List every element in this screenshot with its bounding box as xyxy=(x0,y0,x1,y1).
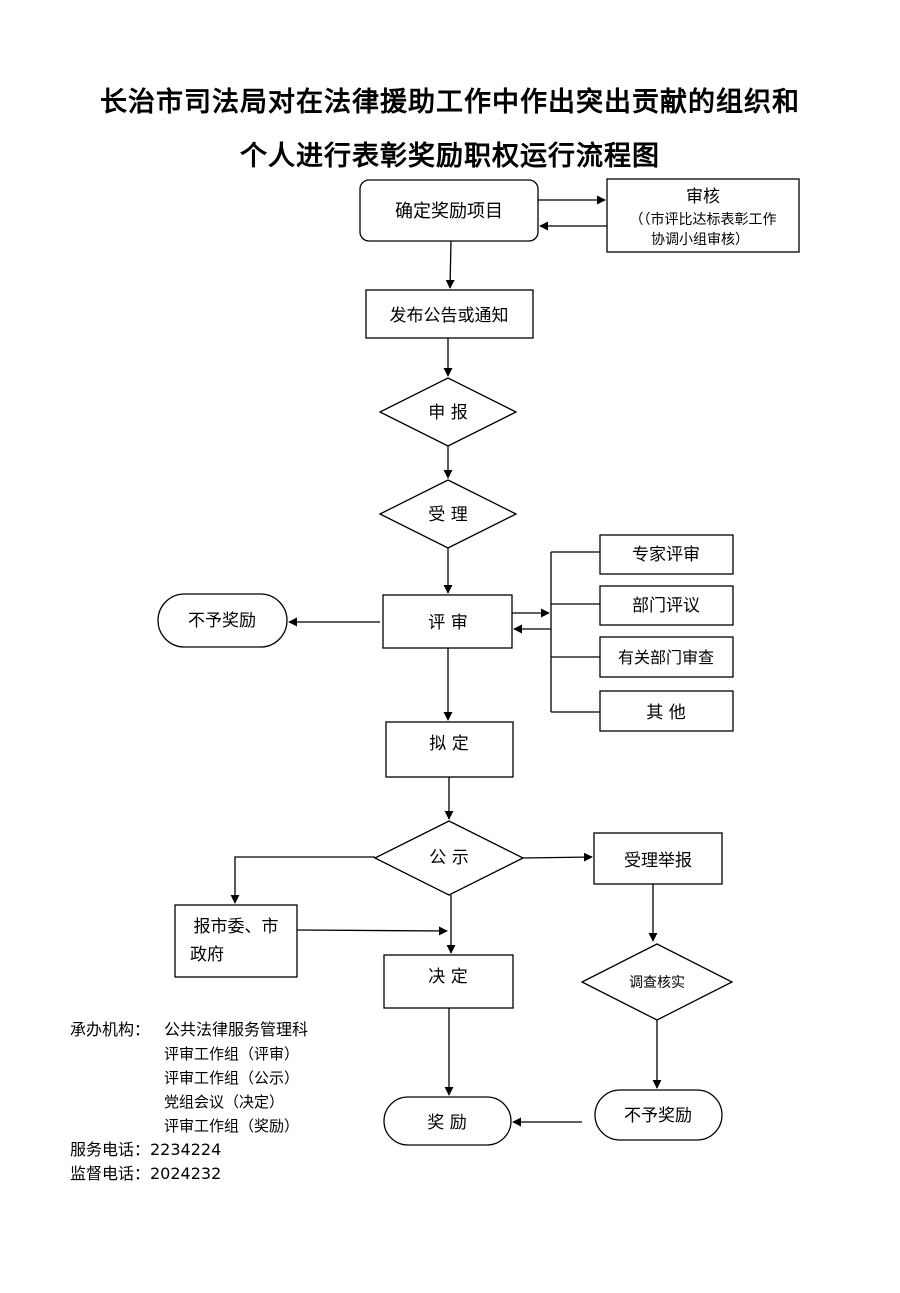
org-label: 承办机构： xyxy=(70,1020,151,1039)
draft-node xyxy=(385,721,514,778)
apply-label: 申 报 xyxy=(428,403,467,423)
org-line: 公共法律服务管理科 xyxy=(164,1020,309,1039)
expert-label: 专家评审 xyxy=(632,545,700,565)
evaluate-node xyxy=(382,594,513,649)
publicity-node xyxy=(373,820,525,896)
report-label-line1: 报市委、市 xyxy=(194,917,279,937)
page-title-line2: 个人进行表彰奖励职权运行流程图 xyxy=(240,141,660,172)
no-reward-right-node xyxy=(594,1089,723,1141)
org-line: 评审工作组（公示） xyxy=(164,1069,300,1087)
report-to-decide-arrow xyxy=(296,926,448,936)
publish-node xyxy=(365,289,534,339)
evaluate-label: 评 审 xyxy=(428,613,467,633)
no-reward-right-label: 不予奖励 xyxy=(624,1106,692,1126)
report-node xyxy=(174,904,298,978)
org-line: 党组会议（决定） xyxy=(164,1093,285,1111)
confirm-node xyxy=(359,179,539,242)
no-reward-left-label: 不予奖励 xyxy=(188,611,256,631)
page-title-line1: 长治市司法局对在法律援助工作中作出突出贡献的组织和 xyxy=(100,87,800,118)
review-sub2-label: 协调小组审核） xyxy=(651,232,749,248)
footer-info: 承办机构： 公共法律服务管理科 评审工作组（评审） 评审工作组（公示） 党组会议… xyxy=(70,1018,430,1186)
review-node xyxy=(606,178,800,253)
publicity-to-report-accept-arrow xyxy=(522,852,593,862)
other-label: 其 他 xyxy=(646,703,685,723)
no-reward-left-node xyxy=(157,593,288,648)
report-label-line2: 政府 xyxy=(190,945,224,965)
confirm-to-publish-arrow xyxy=(445,240,455,289)
service-phone: 服务电话：2234224 xyxy=(70,1140,222,1159)
review-sub1-label: （（市评比达标表彰工作 xyxy=(630,211,777,228)
review-title-label: 审核 xyxy=(686,187,720,207)
reward-label: 奖 励 xyxy=(427,1113,466,1133)
supervise-phone: 监督电话：2024232 xyxy=(70,1164,222,1183)
draft-label: 拟 定 xyxy=(429,734,468,754)
related-label: 有关部门审查 xyxy=(618,648,714,667)
org-lines: 公共法律服务管理科 评审工作组（评审） 评审工作组（公示） 党组会议（决定） 评… xyxy=(164,1018,308,1138)
accept-label: 受 理 xyxy=(428,505,467,525)
investigate-label: 调查核实 xyxy=(629,975,685,991)
publicity-to-report-arrow xyxy=(230,856,375,904)
reward-node xyxy=(383,1096,512,1146)
org-line: 评审工作组（奖励） xyxy=(164,1117,300,1135)
decide-label: 决 定 xyxy=(428,967,467,987)
related-node xyxy=(599,636,734,678)
org-line: 评审工作组（评审） xyxy=(164,1045,300,1063)
other-node xyxy=(599,690,734,732)
publish-label: 发布公告或通知 xyxy=(390,306,509,326)
publicity-label: 公 示 xyxy=(429,848,468,868)
confirm-label: 确定奖励项目 xyxy=(395,201,503,222)
report-accept-label: 受理举报 xyxy=(624,851,692,871)
decide-node xyxy=(383,954,514,1009)
dept-node xyxy=(599,585,734,626)
expert-node xyxy=(599,534,734,575)
report-accept-node xyxy=(593,832,723,885)
dept-label: 部门评议 xyxy=(632,596,700,616)
